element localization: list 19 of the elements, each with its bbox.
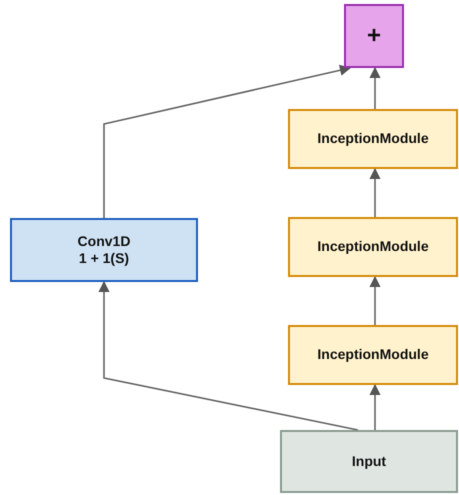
box-label: + — [366, 21, 381, 51]
process-box — [280, 430, 458, 493]
process-box — [10, 218, 198, 282]
arrow — [369, 66, 381, 109]
box-label: InceptionModule — [317, 130, 429, 148]
process-box — [288, 325, 458, 385]
box-label: 1 + 1(S) — [78, 250, 130, 268]
box-label: InceptionModule — [317, 346, 429, 364]
box-label: InceptionModule — [317, 238, 429, 256]
arrow — [369, 276, 381, 325]
arrow — [103, 64, 352, 218]
process-box — [344, 4, 404, 68]
arrow — [98, 280, 358, 431]
process-box — [288, 109, 458, 169]
box-label: Input — [352, 452, 386, 470]
arrow — [369, 168, 381, 217]
box-label: Conv1D — [78, 232, 130, 250]
process-box — [288, 217, 458, 277]
arrow — [369, 384, 381, 430]
